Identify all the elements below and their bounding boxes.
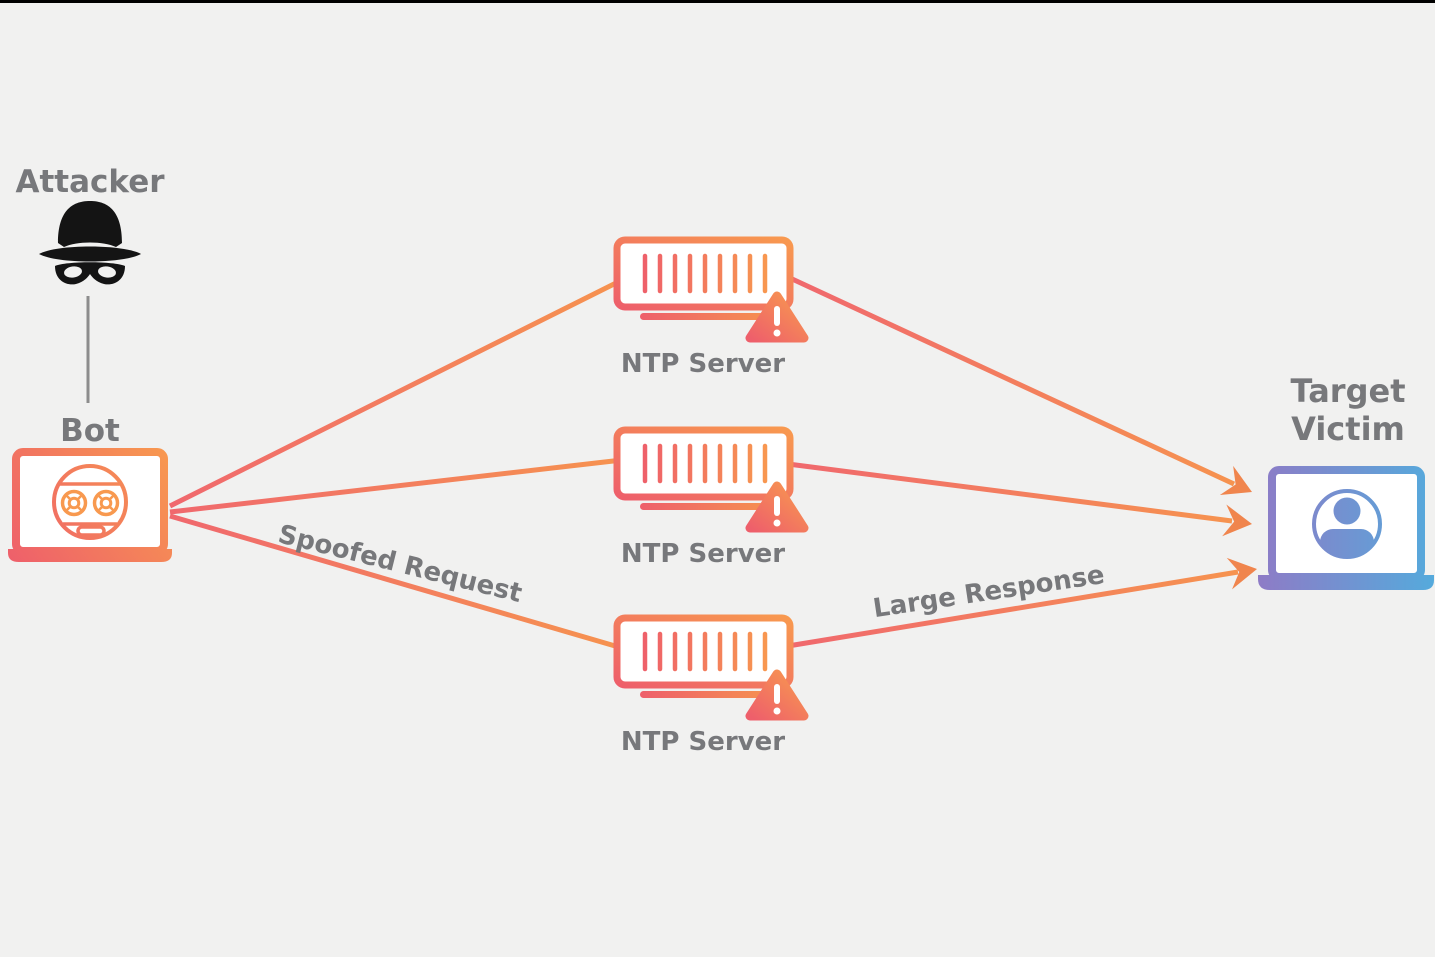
target-victim-label-line1: Target <box>1291 372 1406 410</box>
laptop-base <box>8 549 172 562</box>
server-slots <box>642 253 768 294</box>
spy-hat-mask-icon <box>39 201 141 285</box>
edge-bot-to-server-1 <box>168 277 624 509</box>
robot-eye <box>92 489 120 517</box>
attacker-label: Attacker <box>15 164 165 200</box>
robot-face <box>52 464 128 540</box>
target-victim-label-line2: Victim <box>1291 410 1405 448</box>
robot-mouth <box>76 525 106 537</box>
edge-server-1-to-target <box>788 275 1236 487</box>
server-underline <box>640 313 775 320</box>
server-slots <box>642 631 768 672</box>
edge-bot-to-server-3 <box>169 513 623 651</box>
target-victim-node: Target Victim <box>1258 372 1434 590</box>
ntp-server-node-1: NTP Server <box>613 236 809 379</box>
ntp-server-label: NTP Server <box>621 727 785 757</box>
robot-laptop-icon <box>8 448 172 562</box>
bot-node: Bot <box>8 413 172 562</box>
edge-server-2-to-target <box>787 461 1233 524</box>
hat-brim <box>39 246 141 262</box>
hat-crown <box>58 201 122 247</box>
attacker-node: Attacker <box>15 164 165 403</box>
ntp-server-node-2: NTP Server <box>613 426 809 569</box>
warning-triangle-icon <box>745 481 809 533</box>
arrowhead-icon <box>1222 504 1252 537</box>
bot-label: Bot <box>60 413 120 449</box>
mask-eye-hole <box>64 266 82 278</box>
mask-eye-hole <box>98 266 116 278</box>
person-head <box>1333 497 1361 525</box>
server-underline <box>640 691 775 698</box>
arrowhead-icon <box>1226 557 1257 590</box>
warning-triangle-icon <box>745 291 809 343</box>
spoofed-request-label: Spoofed Request <box>275 519 525 609</box>
robot-eye <box>60 489 88 517</box>
edge-server-3-to-target <box>787 569 1239 649</box>
laptop-base <box>1258 575 1434 590</box>
server-slots <box>642 443 768 484</box>
top-border-bar <box>0 0 1435 3</box>
edge-bot-to-server-2 <box>169 457 623 515</box>
person-laptop-icon <box>1258 466 1434 590</box>
arrowhead-icon <box>1219 465 1252 495</box>
robot-head <box>52 464 128 540</box>
ntp-server-label: NTP Server <box>621 349 785 379</box>
ntp-server-node-3: NTP Server <box>613 614 809 757</box>
ntp-server-label: NTP Server <box>621 539 785 569</box>
server-underline <box>640 503 775 510</box>
warning-triangle-icon <box>745 669 809 721</box>
